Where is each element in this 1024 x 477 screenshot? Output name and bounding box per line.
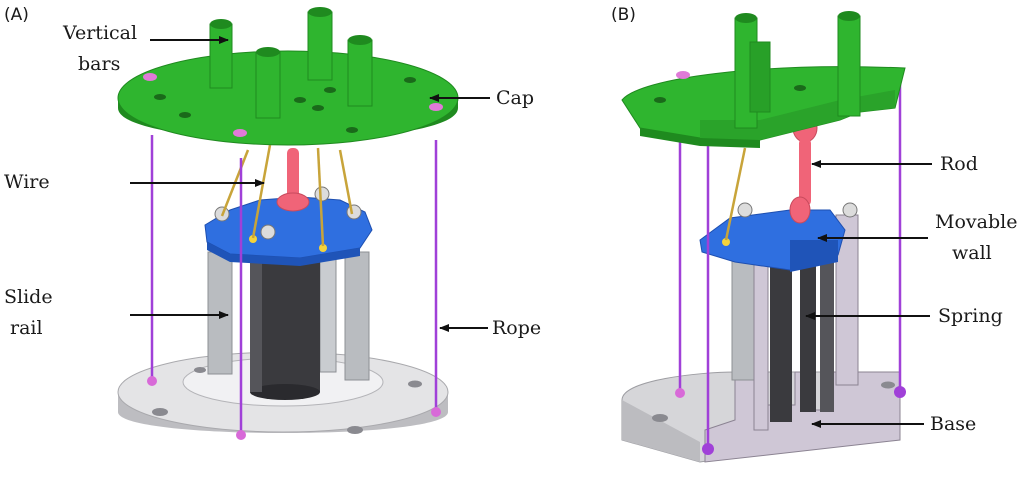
slide-rails-b	[731, 214, 859, 431]
spring-a	[250, 252, 320, 400]
label-base: Base	[930, 413, 976, 435]
movable-wall-a	[204, 186, 373, 266]
ropes-b	[675, 70, 906, 455]
label-vertical-bars-line2: bars	[78, 53, 120, 75]
panel-b-tag: (B)	[611, 5, 636, 25]
label-movable-wall-line2: wall	[952, 242, 992, 264]
panel-a-tag: (A)	[4, 5, 29, 25]
panel-b: (B)	[611, 5, 1017, 463]
cap-a	[117, 50, 459, 146]
label-rope: Rope	[492, 317, 541, 339]
slide-rails-a	[207, 251, 370, 381]
label-slide-rail-line1: Slide	[4, 286, 53, 308]
rod-a	[276, 148, 310, 212]
ropes-a	[147, 135, 441, 440]
panel-a: (A)	[4, 5, 541, 440]
movable-wall-b	[699, 202, 858, 272]
label-wire: Wire	[4, 171, 50, 193]
label-movable-wall-line1: Movable	[935, 211, 1017, 233]
wire-b	[724, 147, 747, 241]
label-rod: Rod	[940, 153, 978, 175]
label-spring: Spring	[938, 305, 1003, 327]
label-slide-rail-line2: rail	[10, 317, 43, 339]
vertical-bars-b	[734, 11, 861, 129]
spring-b	[770, 262, 834, 422]
label-cap: Cap	[496, 87, 534, 109]
label-vertical-bars-line1: Vertical	[62, 22, 137, 44]
